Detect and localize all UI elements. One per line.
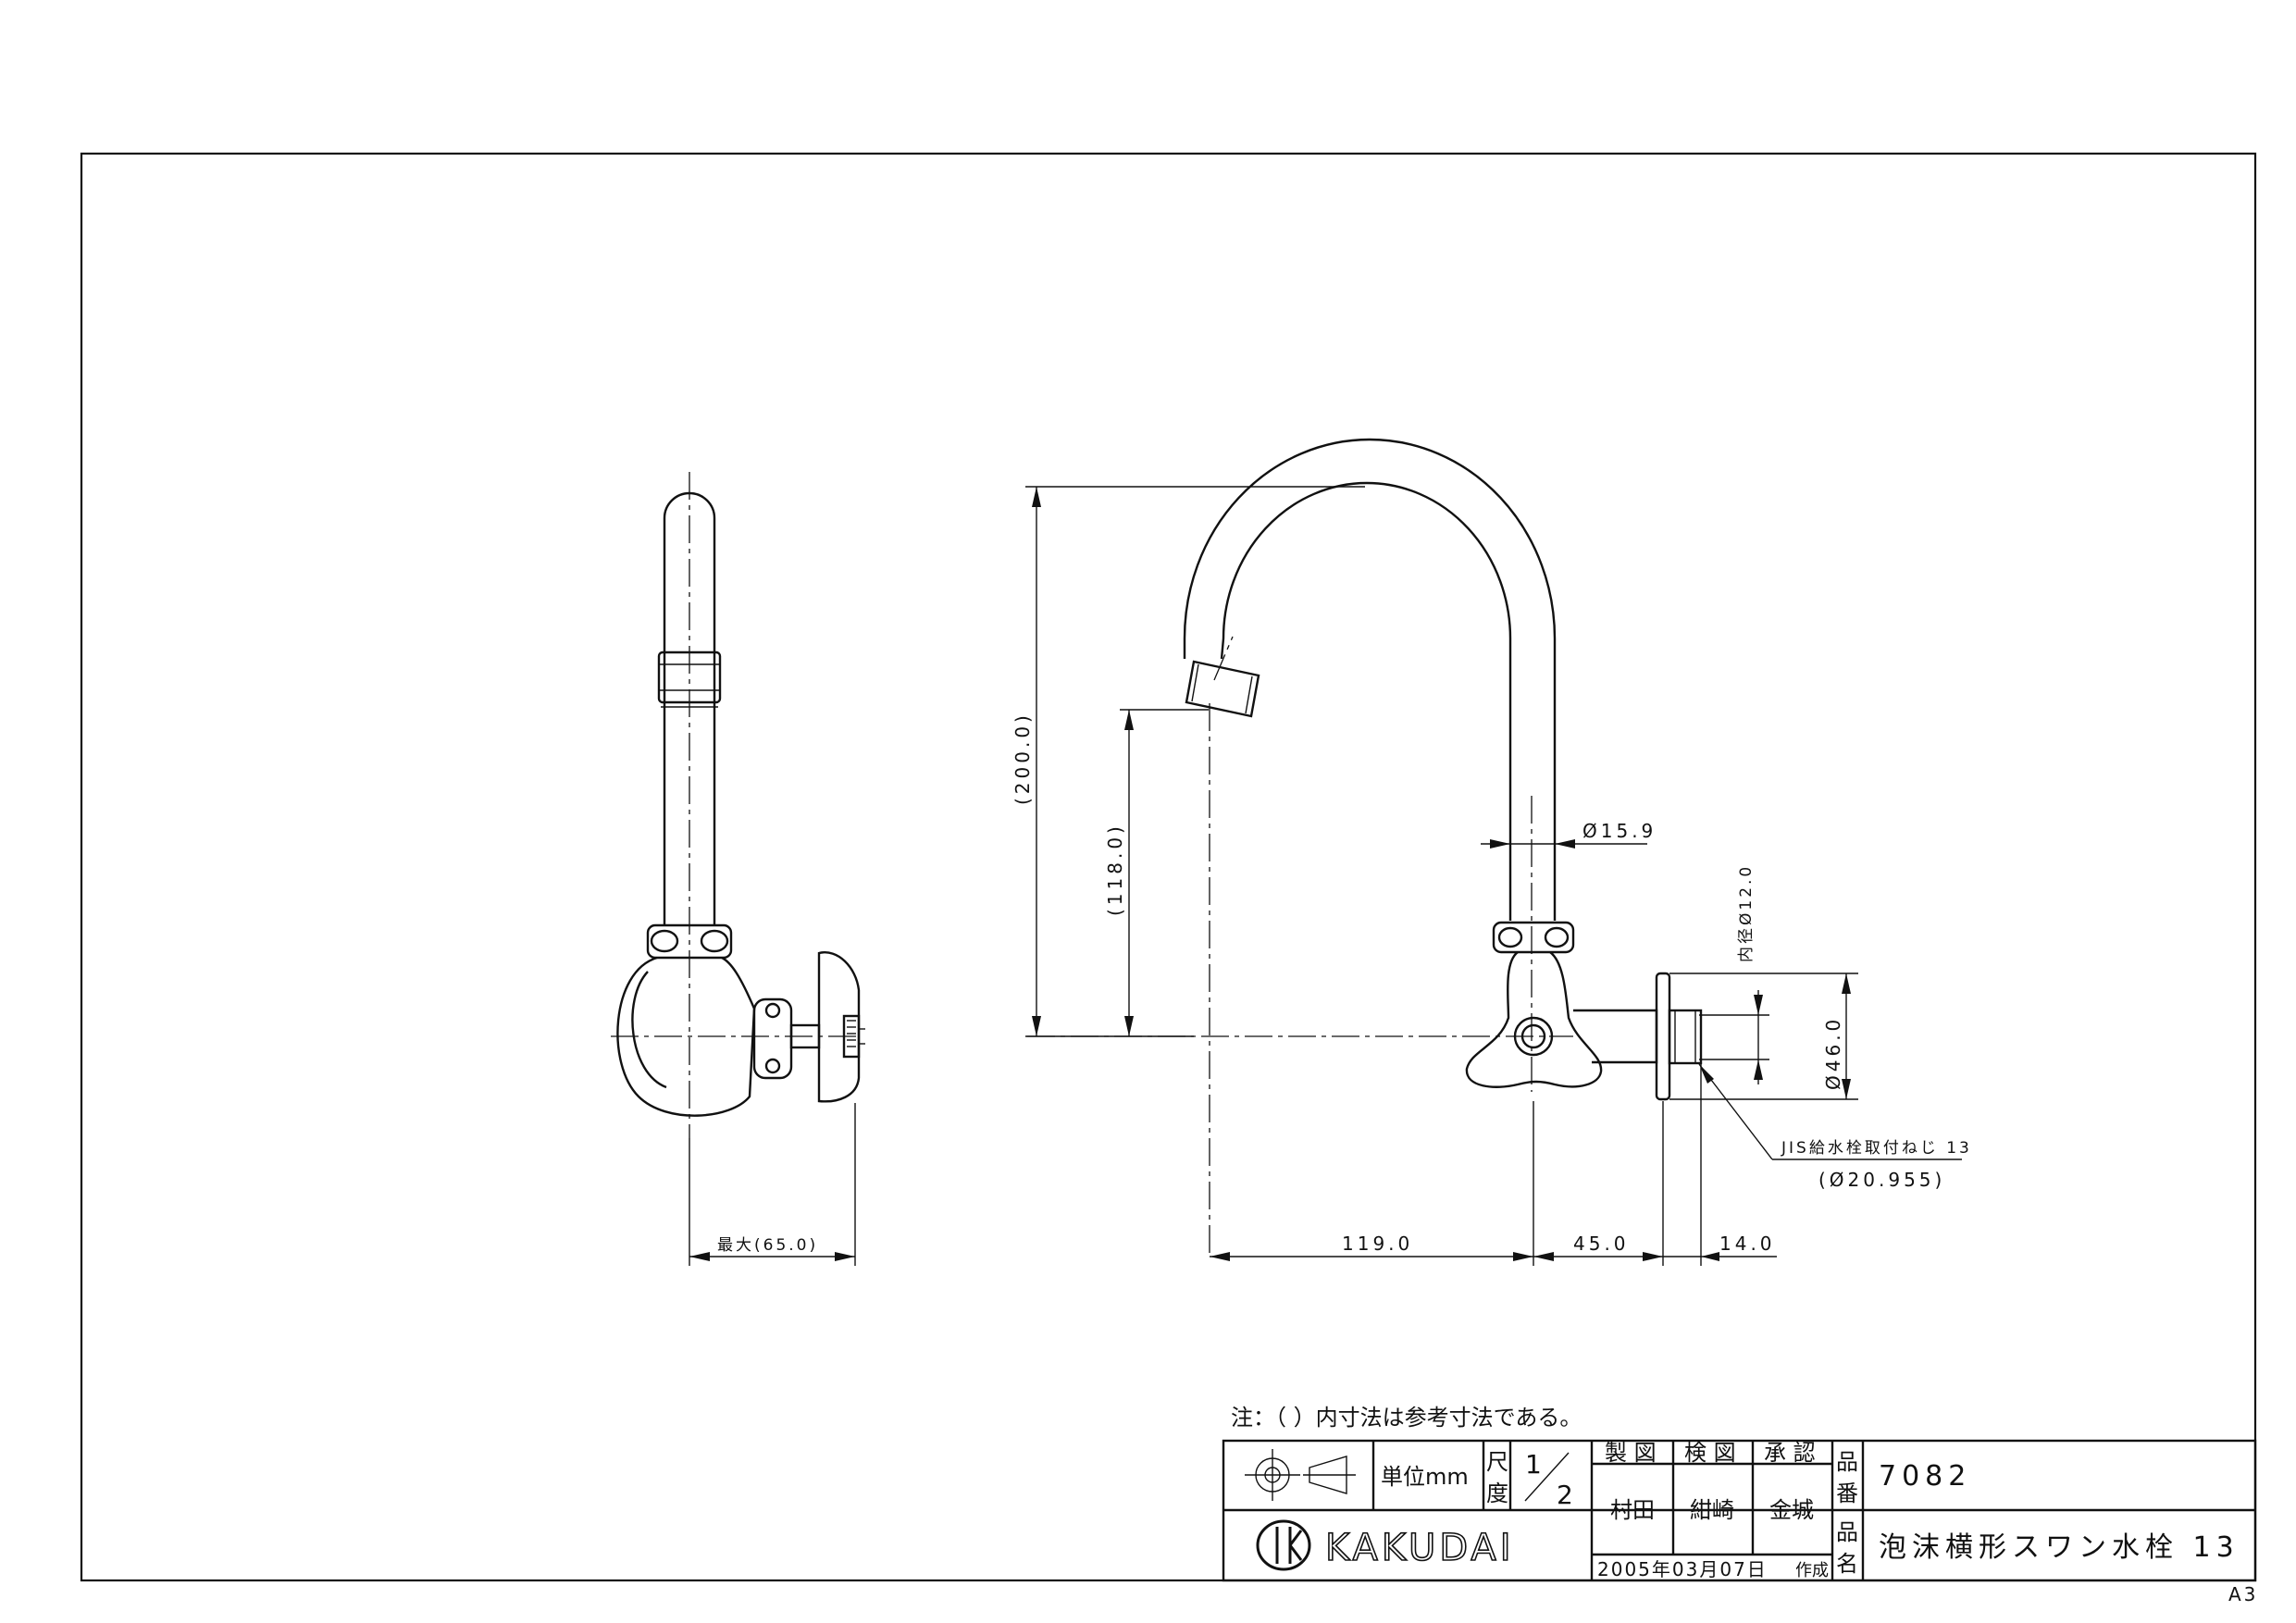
title-block: 単位mm 尺 度 1 2 製 図 検 図 承 認 村田 紺崎 金城 品 番 70… — [1222, 1439, 2257, 1582]
flange-diameter-dim: Ø46.0 — [1822, 1016, 1844, 1090]
drawing-date: 2005年03月07日 — [1597, 1558, 1768, 1580]
scale-denominator: 2 — [1557, 1480, 1573, 1510]
front-view: (200.0) (118.0) Ø15.9 内径Ø12.0 Ø46.0 JIS給… — [1011, 438, 1972, 1266]
overall-height-dim: (200.0) — [1011, 712, 1034, 805]
kakudai-logo: KAKUDAI — [1256, 1519, 1515, 1571]
brand-wordmark: KAKUDAI — [1325, 1527, 1515, 1569]
body-length-dim: 45.0 — [1573, 1233, 1630, 1255]
product-no-label-bottom: 番 — [1836, 1481, 1858, 1506]
drafter-name: 村田 — [1610, 1497, 1655, 1523]
checked-header: 検 図 — [1684, 1440, 1736, 1466]
created-label: 作成 — [1795, 1561, 1829, 1580]
pipe-diameter-dim: Ø15.9 — [1582, 820, 1657, 842]
scale-label-bottom: 度 — [1486, 1481, 1508, 1506]
scale-numerator: 1 — [1525, 1449, 1542, 1480]
drawing-frame — [80, 152, 2257, 1582]
projection-symbol-icon — [1245, 1449, 1356, 1501]
checker-name: 紺崎 — [1690, 1497, 1734, 1523]
product-name-label-top: 品 — [1836, 1519, 1858, 1545]
thread-diameter-dim: (Ø20.955) — [1818, 1169, 1945, 1191]
product-name: 泡沫横形スワン水栓 13 — [1879, 1531, 2240, 1564]
spout-reach-dim: 119.0 — [1342, 1233, 1413, 1255]
scale-label-top: 尺 — [1486, 1449, 1508, 1475]
spout-height-dim: (118.0) — [1104, 823, 1126, 916]
product-no-label-top: 品 — [1836, 1449, 1858, 1475]
side-view: 最大(65.0) — [611, 472, 865, 1266]
unit-label: 単位mm — [1381, 1464, 1469, 1490]
reference-dimension-note: 注：（ ）内寸法は参考寸法である。 — [1231, 1405, 1582, 1431]
thread-length-dim: 14.0 — [1719, 1233, 1776, 1255]
drafted-header: 製 図 — [1605, 1440, 1657, 1466]
approver-name: 金城 — [1769, 1497, 1814, 1523]
thread-spec-label: JIS給水栓取付ねじ 13 — [1781, 1139, 1972, 1158]
max-depth-dim: 最大(65.0) — [717, 1236, 818, 1255]
product-name-label-bottom: 名 — [1836, 1551, 1858, 1577]
sheet-size-label: A3 — [2228, 1583, 2258, 1605]
product-number: 7082 — [1879, 1460, 1971, 1493]
inner-diameter-dim: 内径Ø12.0 — [1737, 864, 1756, 962]
approved-header: 承 認 — [1764, 1440, 1816, 1466]
